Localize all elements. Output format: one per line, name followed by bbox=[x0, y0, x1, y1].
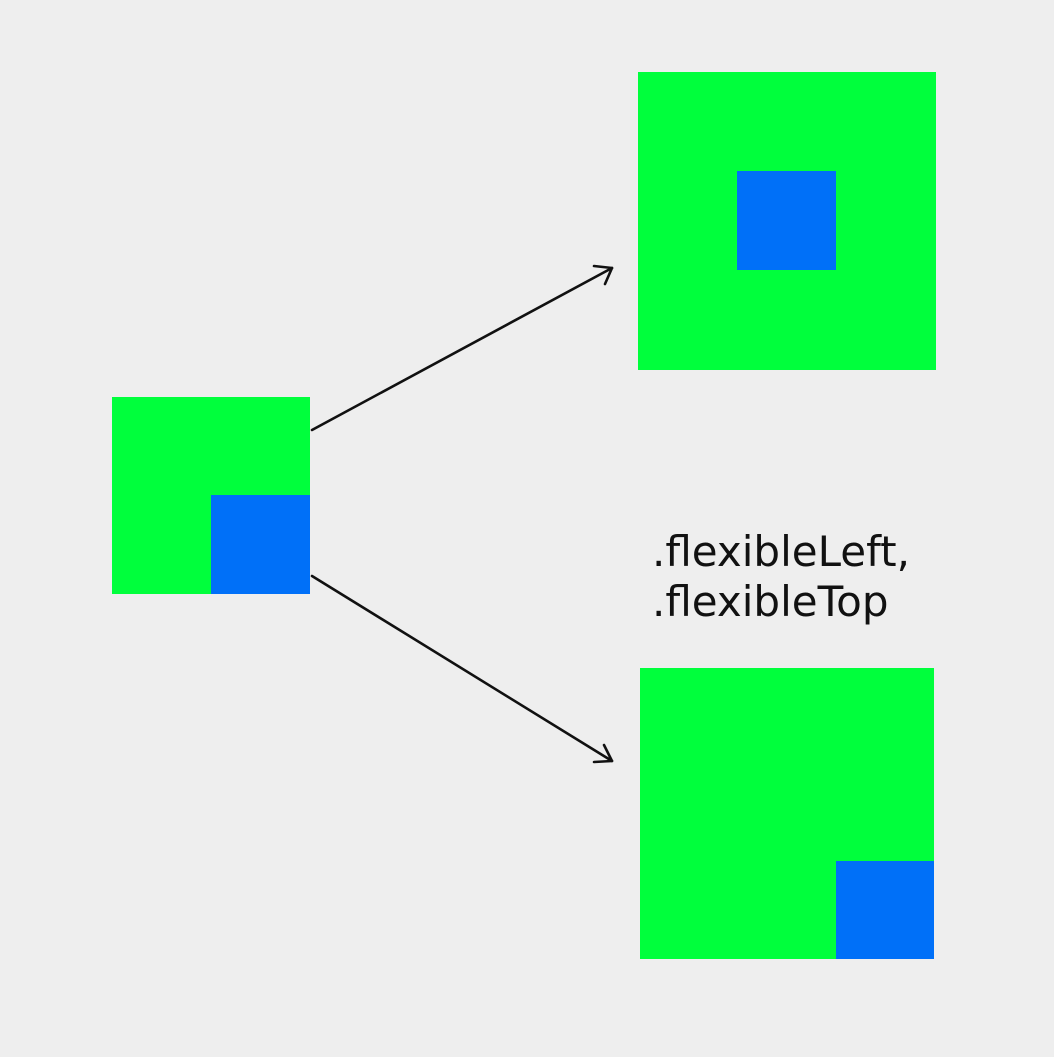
arrow-to-top bbox=[310, 264, 614, 432]
caption-line-1: .flexibleLeft, bbox=[652, 527, 910, 576]
arrow-bottom-shaft bbox=[310, 574, 614, 763]
caption-line-2: .flexibleTop bbox=[652, 577, 889, 626]
arrow-to-bottom bbox=[310, 574, 614, 764]
flexible-inner-square bbox=[836, 861, 934, 959]
arrow-top-head bbox=[592, 264, 614, 286]
flexible-result-square bbox=[640, 668, 934, 959]
caption: .flexibleLeft, .flexibleTop bbox=[652, 527, 910, 627]
source-inner-square bbox=[211, 495, 310, 594]
centered-result-square bbox=[638, 72, 936, 370]
source-square bbox=[112, 397, 310, 594]
arrow-top-shaft bbox=[310, 266, 614, 432]
centered-inner-square bbox=[737, 171, 836, 270]
arrow-bottom-head bbox=[592, 743, 614, 764]
